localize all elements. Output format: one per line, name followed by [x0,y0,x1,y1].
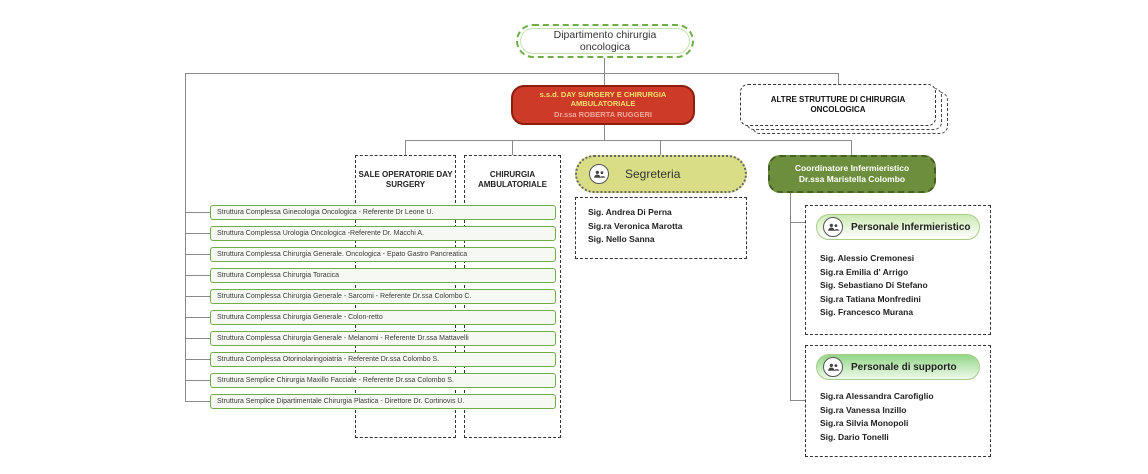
connector-line [185,359,210,360]
connector-line [604,58,605,85]
other-structures-title: ALTRE STRUTTURE DI CHIRURGIA ONCOLOGICA [770,95,906,114]
ambulatory-surgery-title: CHIRURGIA AMBULATORIALE [477,170,548,189]
staff-name: Sig.ra Tatiana Monfredini [820,293,921,304]
staff-name: Sig. Alessio Cremonesi [820,253,915,263]
connector-line [185,296,210,297]
coordinator-head: Dr.ssa Maristella Colombo [798,174,906,184]
connector-line [512,140,513,155]
staff-name: Sig. Francesco Murana [820,307,914,317]
structure-row: Struttura Semplice Chirurgia Maxillo Fac… [210,373,556,388]
segreteria-header: Segreteria [575,155,747,193]
coordinator-box: Coordinatore Infermieristico Dr.ssa Mari… [768,155,936,193]
connector-line [405,140,406,155]
connector-line [185,254,210,255]
day-surgery-unit-title: s.s.d. DAY SURGERY E CHIRURGIA AMBULATOR… [539,90,667,108]
connector-line [790,193,791,400]
department-title: Dipartimento chirurgia oncologica [553,29,657,53]
connector-line [185,317,210,318]
connector-line [604,125,605,140]
connector-line [185,212,210,213]
staff-name: Sig.ra Emilia d' Arrigo [820,266,909,277]
support-staff-panel: Personale di supporto Sig.ra Alessandra … [805,345,991,457]
connector-line [405,140,851,141]
support-staff-header: Personale di supporto [816,354,980,380]
people-icon [589,164,609,184]
segreteria-names-box: Sig. Andrea Di Perna Sig.ra Veronica Mar… [575,197,747,259]
staff-name: Sig. Nello Sanna [588,234,655,244]
staff-name: Sig. Dario Tonelli [820,431,889,442]
structure-row: Struttura Complessa Chirurgia Generale -… [210,310,556,325]
segreteria-title: Segreteria [625,167,681,181]
structure-row: Struttura Complessa Ginecologia Oncologi… [210,205,556,220]
connector-line [851,140,852,155]
staff-name: Sig.ra Silvia Monopoli [820,418,909,428]
connector-line [185,233,210,234]
nursing-staff-panel: Personale Infermieristico Sig. Alessio C… [805,205,991,335]
structure-row: Struttura Complessa Urologia Oncologica … [210,226,556,241]
people-icon [823,217,843,237]
connector-line [185,73,838,74]
connector-line [790,400,805,401]
structure-row: Struttura Complessa Otorinolaringoiatria… [210,352,556,367]
structure-row: Struttura Complessa Chirurgia Generale. … [210,247,556,262]
structure-row: Struttura Semplice Dipartimentale Chirur… [210,394,556,409]
structure-row: Struttura Complessa Chirurgia Generale -… [210,331,556,346]
support-staff-title: Personale di supporto [851,361,957,373]
connector-line [185,73,186,402]
connector-line [185,338,210,339]
connector-line [660,140,661,155]
operating-rooms-title: SALE OPERATORIE DAY SURGERY [358,170,453,189]
coordinator-title: Coordinatore Infermieristico [794,163,910,173]
day-surgery-unit-box: s.s.d. DAY SURGERY E CHIRURGIA AMBULATOR… [511,85,695,125]
staff-name: Sig.ra Veronica Marotta [588,220,683,231]
support-staff-names: Sig.ra Alessandra Carofiglio Sig.ra Vane… [820,390,934,444]
nursing-staff-names: Sig. Alessio Cremonesi Sig.ra Emilia d' … [820,252,928,320]
department-box: Dipartimento chirurgia oncologica [516,24,694,58]
connector-line [185,275,210,276]
structure-row: Struttura Complessa Chirurgia Toracica [210,268,556,283]
staff-name: Sig. Andrea Di Perna [588,207,672,217]
day-surgery-unit-head: Dr.ssa ROBERTA RUGGERI [554,110,652,119]
nursing-staff-header: Personale Infermieristico [816,214,980,240]
staff-name: Sig. Sebastiano Di Stefano [820,280,928,290]
staff-name: Sig.ra Alessandra Carofiglio [820,391,934,401]
people-icon [823,357,843,377]
connector-line [790,222,805,223]
staff-name: Sig.ra Vanessa Inzillo [820,404,907,415]
structure-row: Struttura Complessa Chirurgia Generale -… [210,289,556,304]
other-structures-box: ALTRE STRUTTURE DI CHIRURGIA ONCOLOGICA [740,84,936,126]
connector-line [185,380,210,381]
connector-line [838,73,839,85]
nursing-staff-title: Personale Infermieristico [851,221,971,233]
connector-line [185,401,210,402]
